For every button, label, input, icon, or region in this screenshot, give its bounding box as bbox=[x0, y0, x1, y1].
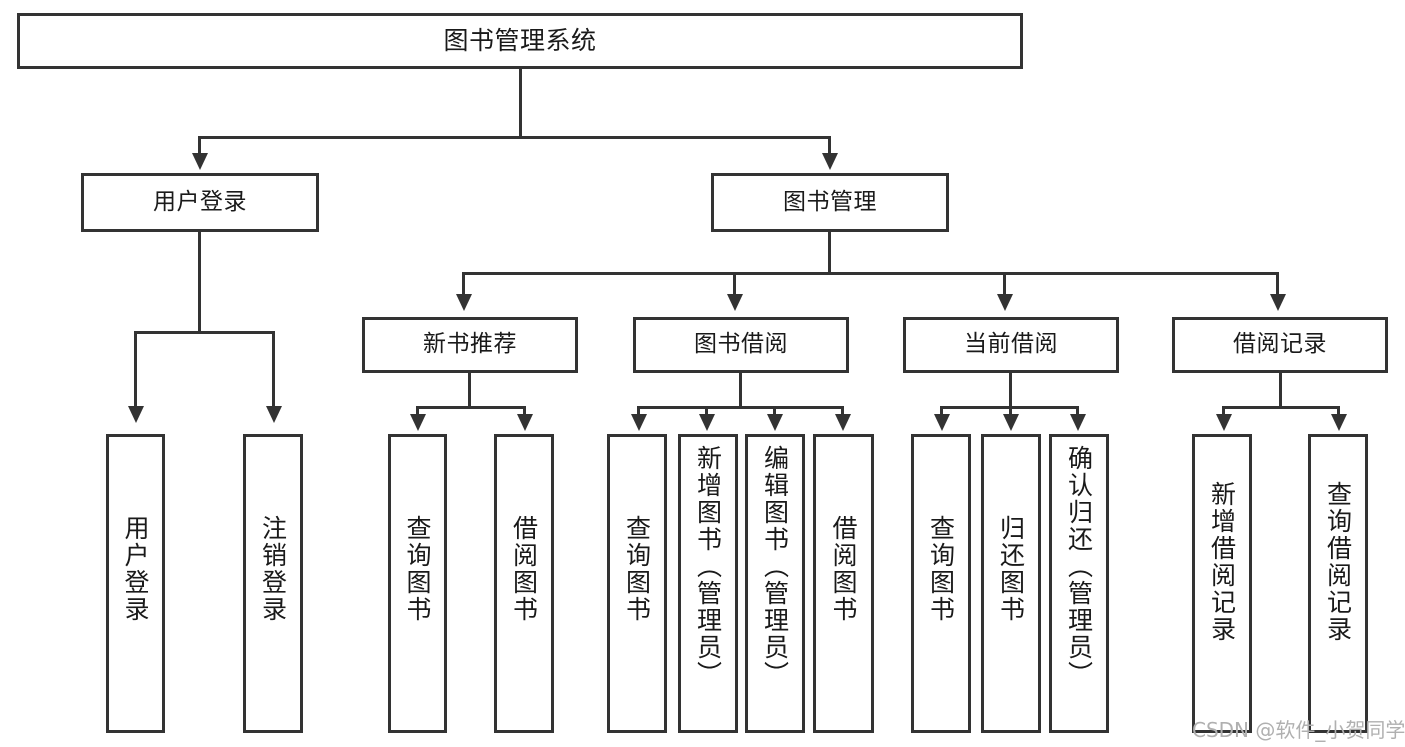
edge-book-borrow-stem bbox=[739, 373, 742, 409]
node-borrowing-record[interactable]: 借阅记录 bbox=[1172, 317, 1388, 373]
leaf-logout-login[interactable]: 注销登录 bbox=[243, 434, 303, 733]
arrow-new-book-rec-to-leaf-2 bbox=[517, 414, 533, 431]
edge-book-manage-to-borrow-record bbox=[1276, 272, 1279, 297]
arrow-book-manage-to-new-book-rec bbox=[456, 294, 472, 311]
arrow-user-login-to-leaf-1 bbox=[128, 406, 144, 423]
edge-book-borrow-bar bbox=[637, 406, 844, 409]
leaf-query-borrow-record[interactable]: 查询借阅记录 bbox=[1308, 434, 1368, 733]
arrow-root-to-book-manage bbox=[822, 153, 838, 170]
arrow-book-manage-to-borrow-record bbox=[1270, 294, 1286, 311]
leaf-query-book-book-borrow[interactable]: 查询图书 bbox=[607, 434, 667, 733]
csdn-watermark: CSDN @软件_小贺同学 bbox=[1192, 718, 1405, 742]
arrow-current-borrow-to-leaf-1 bbox=[934, 414, 950, 431]
arrow-current-borrow-to-leaf-3 bbox=[1070, 414, 1086, 431]
edge-current-borrow-to-leaf-2 bbox=[1009, 406, 1012, 418]
edge-book-borrow-to-leaf-1 bbox=[637, 406, 640, 418]
edge-new-book-rec-stem bbox=[468, 373, 471, 409]
edge-new-book-rec-bar bbox=[416, 406, 526, 409]
edge-current-borrow-stem bbox=[1009, 373, 1012, 409]
arrow-book-borrow-to-leaf-3 bbox=[767, 414, 783, 431]
node-label: 用户登录 bbox=[121, 515, 150, 623]
leaf-add-book-admin[interactable]: 新增图书（管理员） bbox=[678, 434, 738, 733]
edge-current-borrow-to-leaf-1 bbox=[940, 406, 943, 418]
edge-book-borrow-to-leaf-4 bbox=[841, 406, 844, 418]
leaf-query-book-current-borrow[interactable]: 查询图书 bbox=[911, 434, 971, 733]
node-label: 编辑图书（管理员） bbox=[760, 445, 790, 688]
node-label: 新增借阅记录 bbox=[1207, 481, 1237, 643]
node-root-book-management-system[interactable]: 图书管理系统 bbox=[17, 13, 1023, 69]
node-label: 图书借阅 bbox=[694, 331, 788, 358]
arrow-new-book-rec-to-leaf-1 bbox=[410, 414, 426, 431]
arrow-root-to-user-login bbox=[192, 153, 208, 170]
arrow-book-manage-to-book-borrow bbox=[727, 294, 743, 311]
leaf-query-book-new-book-rec[interactable]: 查询图书 bbox=[388, 434, 447, 733]
node-label: 借阅图书 bbox=[509, 515, 539, 623]
node-label: 新书推荐 bbox=[423, 331, 517, 358]
edge-borrow-record-bar bbox=[1222, 406, 1340, 409]
node-label: 确认归还（管理员） bbox=[1064, 445, 1094, 688]
arrow-borrow-record-to-leaf-1 bbox=[1216, 414, 1232, 431]
node-label: 图书管理 bbox=[783, 188, 877, 215]
node-label: 图书管理系统 bbox=[443, 26, 597, 55]
edge-borrow-record-stem bbox=[1279, 373, 1282, 409]
edge-book-manage-to-current-borrow bbox=[1003, 272, 1006, 297]
edge-current-borrow-to-leaf-3 bbox=[1076, 406, 1079, 418]
edge-borrow-record-to-leaf-2 bbox=[1337, 406, 1340, 418]
node-label: 当前借阅 bbox=[964, 331, 1058, 358]
edge-user-login-to-leaf-1 bbox=[134, 331, 137, 409]
arrow-book-manage-to-current-borrow bbox=[997, 294, 1013, 311]
leaf-return-book[interactable]: 归还图书 bbox=[981, 434, 1041, 733]
node-label: 查询图书 bbox=[622, 515, 652, 623]
arrow-book-borrow-to-leaf-1 bbox=[631, 414, 647, 431]
edge-borrow-record-to-leaf-1 bbox=[1222, 406, 1225, 418]
node-label: 用户登录 bbox=[153, 188, 247, 215]
arrow-current-borrow-to-leaf-2 bbox=[1003, 414, 1019, 431]
edge-book-manage-stem bbox=[828, 232, 831, 274]
edge-user-login-bar bbox=[134, 331, 275, 334]
arrow-user-login-to-leaf-2 bbox=[266, 406, 282, 423]
edge-user-login-to-leaf-2 bbox=[272, 331, 275, 409]
edge-user-login-stem bbox=[198, 232, 201, 333]
node-label: 查询图书 bbox=[926, 515, 956, 623]
edge-root-to-book-manage bbox=[828, 136, 831, 156]
edge-new-book-rec-to-leaf-1 bbox=[416, 406, 419, 418]
node-book-management[interactable]: 图书管理 bbox=[711, 173, 949, 232]
node-book-borrowing[interactable]: 图书借阅 bbox=[633, 317, 849, 373]
edge-book-borrow-to-leaf-3 bbox=[773, 406, 776, 418]
leaf-borrow-book-book-borrow[interactable]: 借阅图书 bbox=[813, 434, 874, 733]
node-label: 归还图书 bbox=[996, 515, 1026, 623]
node-new-book-recommendation[interactable]: 新书推荐 bbox=[362, 317, 578, 373]
leaf-add-borrow-record[interactable]: 新增借阅记录 bbox=[1192, 434, 1252, 733]
edge-root-bar bbox=[198, 136, 831, 139]
arrow-book-borrow-to-leaf-4 bbox=[835, 414, 851, 431]
node-label: 注销登录 bbox=[258, 515, 288, 623]
edge-book-manage-bar bbox=[462, 272, 1279, 275]
edge-book-manage-to-book-borrow bbox=[733, 272, 736, 297]
node-label: 借阅图书 bbox=[829, 515, 858, 623]
edge-root-to-user-login bbox=[198, 136, 201, 156]
node-label: 查询图书 bbox=[403, 515, 432, 623]
node-label: 查询借阅记录 bbox=[1323, 481, 1353, 643]
node-label: 借阅记录 bbox=[1233, 331, 1327, 358]
node-user-login[interactable]: 用户登录 bbox=[81, 173, 319, 232]
edge-book-manage-to-new-book-rec bbox=[462, 272, 465, 297]
arrow-borrow-record-to-leaf-2 bbox=[1331, 414, 1347, 431]
edge-root-stem bbox=[519, 69, 522, 138]
edge-book-borrow-to-leaf-2 bbox=[705, 406, 708, 418]
node-current-borrowing[interactable]: 当前借阅 bbox=[903, 317, 1119, 373]
edge-new-book-rec-to-leaf-2 bbox=[523, 406, 526, 418]
leaf-user-login[interactable]: 用户登录 bbox=[106, 434, 165, 733]
leaf-confirm-return-admin[interactable]: 确认归还（管理员） bbox=[1049, 434, 1109, 733]
node-label: 新增图书（管理员） bbox=[693, 445, 723, 688]
leaf-borrow-book-new-book-rec[interactable]: 借阅图书 bbox=[494, 434, 554, 733]
leaf-edit-book-admin[interactable]: 编辑图书（管理员） bbox=[745, 434, 805, 733]
arrow-book-borrow-to-leaf-2 bbox=[699, 414, 715, 431]
